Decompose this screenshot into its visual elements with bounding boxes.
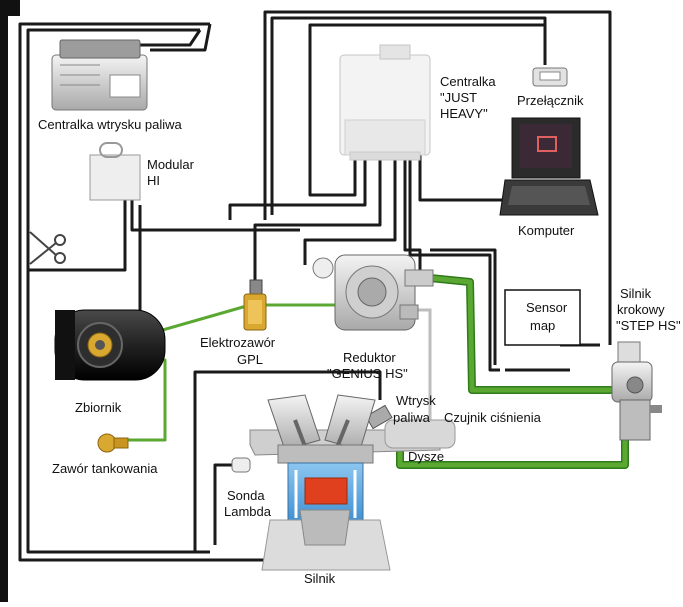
stepper-label-line2: krokowy — [617, 302, 665, 317]
solenoid-label-line1: Elektrozawór — [200, 335, 276, 350]
wiring-harness — [18, 10, 612, 562]
lpg-solenoid-valve — [243, 279, 267, 331]
modular-label-line1: Modular — [147, 157, 194, 172]
stepper-label-line1: Silnik — [620, 286, 652, 301]
left-border — [0, 0, 8, 602]
reducer-label-line1: Reduktor — [343, 350, 396, 365]
filler-valve — [97, 433, 129, 453]
engine-label: Silnik — [304, 571, 336, 586]
stepper-label-line3: "STEP HS" — [616, 318, 681, 333]
modular-label-line2: HI — [147, 173, 160, 188]
gas-ecu-label-line3: HEAVY" — [440, 106, 488, 121]
petrol-ecu — [51, 39, 148, 111]
nozzles-label: Dysze — [408, 449, 445, 464]
computer-label: Komputer — [518, 223, 575, 238]
reducer-label-line2: "GENIUS HS" — [327, 366, 408, 381]
scissors-icon — [29, 231, 66, 265]
injector-label-line1: Wtrysk — [396, 393, 436, 408]
injector-label-line2: paliwa — [393, 410, 430, 425]
lambda-label-line2: Lambda — [224, 504, 271, 519]
top-left-corner — [0, 0, 20, 16]
lpg-tank — [54, 309, 166, 381]
petrol-ecu-label: Centralka wtrysku paliwa — [38, 117, 182, 132]
sensor-map-label-line2: map — [530, 318, 556, 333]
stepper-motor — [611, 341, 662, 441]
gas-ecu-label-line2: "JUST — [440, 90, 478, 105]
solenoid-label-line2: GPL — [237, 352, 264, 367]
switch-device — [532, 67, 568, 87]
gas-ecu-just-heavy — [339, 44, 431, 161]
filler-valve-label: Zawór tankowania — [52, 461, 158, 476]
map-sensor — [504, 289, 581, 346]
modular-hi-box — [89, 142, 141, 201]
lambda-sensor — [231, 457, 251, 473]
switch-label: Przełącznik — [517, 93, 584, 108]
gas-ecu-label-line1: Centralka — [440, 74, 496, 89]
sensor-map-label-line1: Sensor — [526, 300, 568, 315]
lambda-label-line1: Sonda — [227, 488, 265, 503]
pressure-sensor-label: Czujnik ciśnienia — [444, 410, 541, 425]
tank-label: Zbiornik — [75, 400, 122, 415]
engine-block — [249, 394, 456, 571]
laptop-computer — [499, 117, 599, 216]
reducer-genius-hs — [312, 254, 434, 331]
